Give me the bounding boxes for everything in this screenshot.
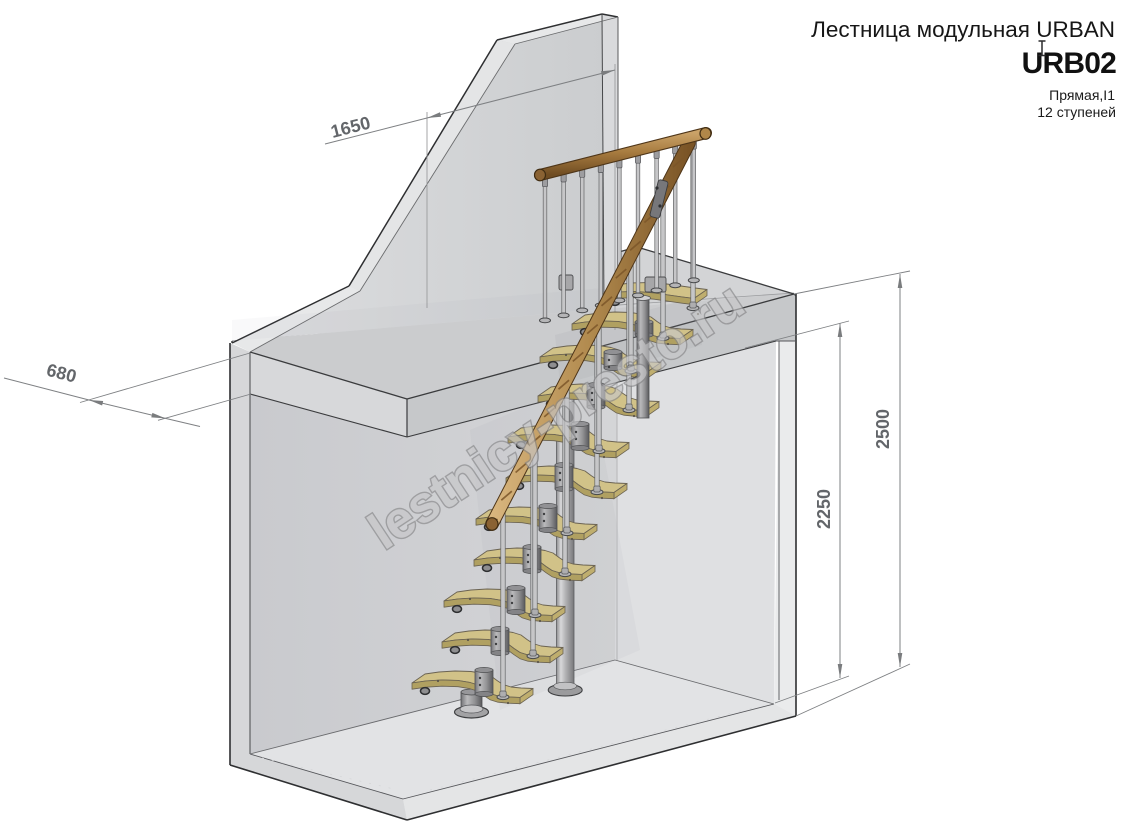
svg-text:680: 680 (44, 360, 78, 387)
svg-text:12 ступеней: 12 ступеней (1037, 104, 1116, 120)
svg-text:Лестница модульная URBAN: Лестница модульная URBAN (811, 17, 1115, 42)
svg-text:1650: 1650 (329, 113, 373, 142)
svg-text:2500: 2500 (873, 409, 893, 449)
svg-text:Прямая,I1: Прямая,I1 (1049, 87, 1115, 103)
svg-text:URB02: URB02 (1022, 47, 1116, 80)
svg-text:2250: 2250 (814, 489, 834, 529)
